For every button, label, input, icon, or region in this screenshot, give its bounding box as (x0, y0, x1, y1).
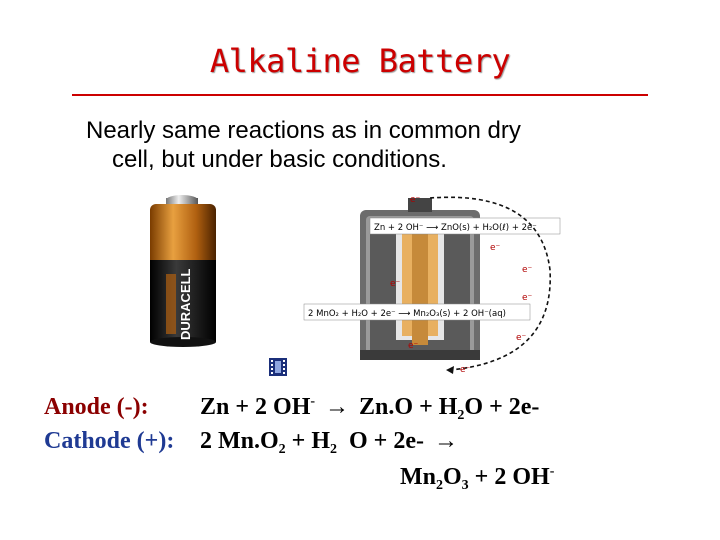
cathode-reaction-box (303, 303, 531, 321)
bullet-line-1: Nearly same reactions as in common dry (86, 117, 521, 144)
electron-label: e⁻ (390, 279, 401, 289)
external-circuit-wire (429, 196, 551, 371)
battery-photo: DURACELL (150, 195, 216, 347)
anode-label: Anode (-): (44, 394, 149, 420)
electron-label: e⁻ (522, 293, 533, 303)
alkaline-cell-diagram: Zn + 2 OH⁻ ⟶ ZnO(s) + H₂O(ℓ) + 2e⁻ 2 MnO… (303, 195, 561, 375)
bullet-text: Nearly same reactions as in common dry c… (86, 116, 646, 174)
electron-label: e⁻ (490, 243, 501, 253)
cathode-reaction-label: 2 MnO₂ + H₂O + 2e⁻ ⟶ Mn₂O₃(s) + 2 OH⁻(aq… (308, 309, 506, 319)
cathode-equation-line1: 2 Mn.O2 + H2 O + 2e- → (200, 428, 459, 457)
title-underline (72, 94, 648, 96)
anode-equation: Zn + 2 OH- → Zn.O + H2O + 2e- (200, 394, 540, 423)
cathode-label: Cathode (+): (44, 428, 175, 454)
reaction-arrow-icon: → (325, 394, 350, 420)
slide-title: Alkaline Battery (209, 42, 511, 80)
electron-label: e⁻ (516, 333, 527, 343)
anode-reaction-box (369, 217, 561, 235)
electron-label: e⁻ (408, 341, 419, 351)
electron-label: e⁻ (522, 265, 533, 275)
movie-clip-icon[interactable] (268, 357, 288, 377)
electron-label: e⁻ (410, 195, 421, 205)
cathode-equation-line2: Mn2O3 + 2 OH- (400, 464, 555, 493)
electron-label: e⁻ (460, 365, 471, 375)
battery-brand-text: DURACELL (178, 268, 193, 340)
bullet-line-2: cell, but under basic conditions. (112, 146, 447, 173)
anode-reaction-label: Zn + 2 OH⁻ ⟶ ZnO(s) + H₂O(ℓ) + 2e⁻ (374, 223, 537, 233)
reaction-arrow-icon: → (434, 428, 459, 454)
